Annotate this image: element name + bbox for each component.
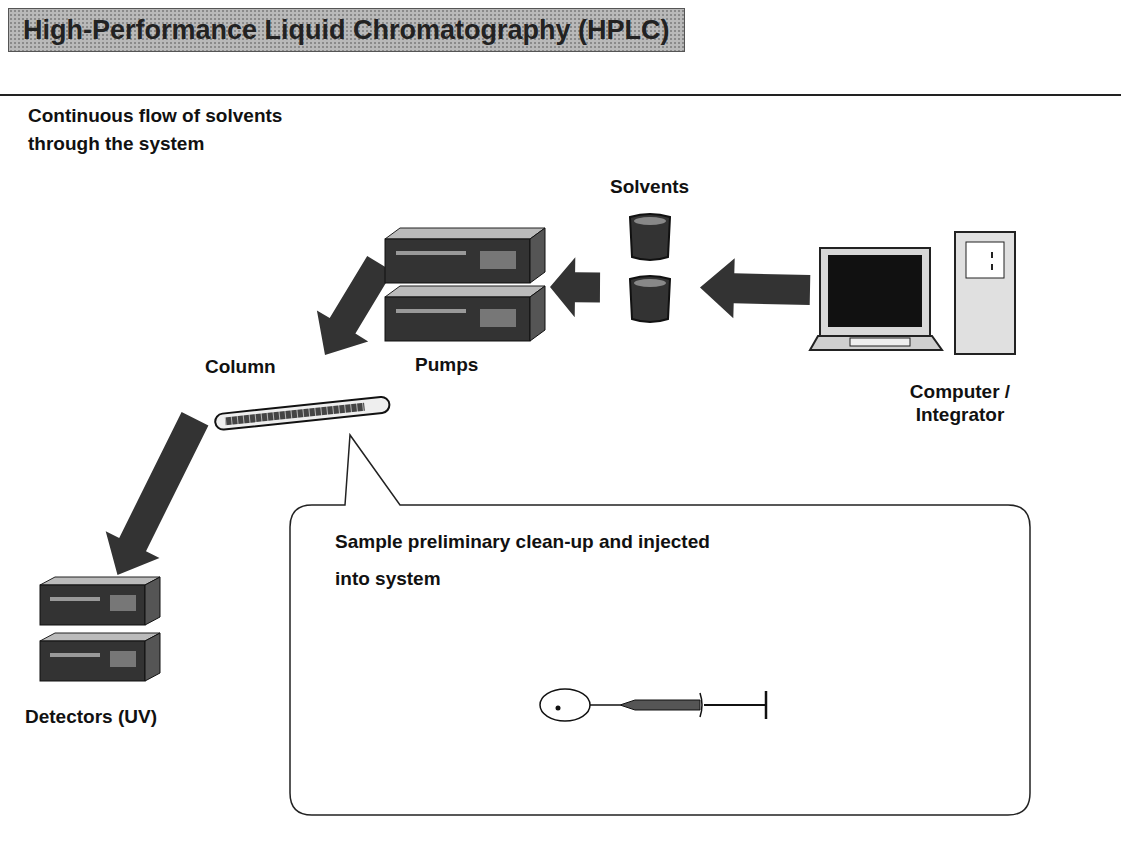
flow-arrow: [317, 256, 393, 355]
node-label: Solvents: [610, 175, 689, 198]
node-label: Pumps: [415, 353, 478, 376]
component-node: Solvents: [600, 175, 700, 300]
flow-note: Continuous flow of solvents through the …: [28, 102, 328, 158]
flow-arrow: [550, 257, 600, 317]
callout-bubble: Sample preliminary clean-up and injected…: [290, 505, 1030, 815]
component-node: Computer / Integrator: [810, 230, 1034, 430]
component-node: Column: [195, 355, 395, 440]
node-label: Detectors (UV): [25, 705, 157, 728]
header-rule: [0, 94, 1121, 96]
title-banner: High-Performance Liquid Chromatography (…: [8, 8, 685, 52]
node-label: Computer / Integrator: [890, 380, 1030, 426]
component-node: Detectors (UV): [20, 575, 215, 732]
node-label: Sample preliminary clean-up and injected…: [335, 523, 715, 597]
title-text: High-Performance Liquid Chromatography (…: [23, 9, 670, 51]
node-label: Column: [205, 355, 276, 378]
flow-arrow: [700, 258, 810, 318]
component-node: Pumps: [380, 225, 550, 380]
flow-arrow: [106, 412, 209, 575]
